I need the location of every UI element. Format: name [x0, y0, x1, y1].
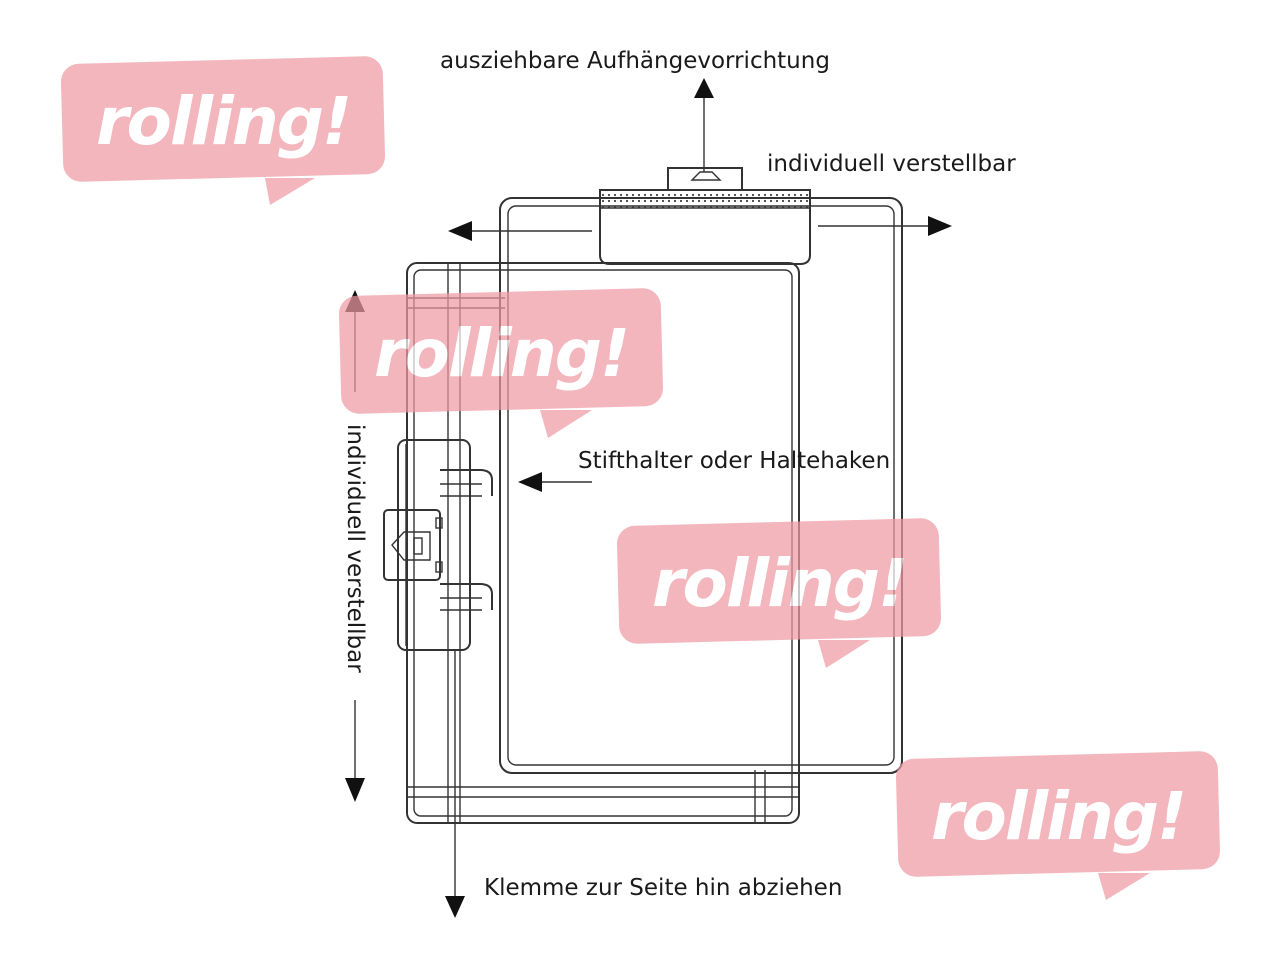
- arrow-pen-holder: [518, 472, 592, 492]
- watermark-bubble: rolling!: [616, 518, 942, 668]
- label-clamp: Klemme zur Seite hin abziehen: [484, 875, 842, 901]
- arrow-clamp-down: [445, 650, 465, 918]
- watermark-text: rolling!: [652, 545, 906, 622]
- watermark-bubble: rolling!: [60, 56, 386, 205]
- arrow-left: [448, 221, 592, 241]
- label-pen-holder: Stifthalter oder Haltehaken: [578, 448, 890, 474]
- side-clamp: [383, 439, 493, 651]
- watermark-layer: rolling! rolling! rolling! rolling!: [60, 56, 1221, 900]
- watermark-bubble: rolling!: [895, 751, 1221, 900]
- label-hanger: ausziehbare Aufhängevorrichtung: [440, 48, 830, 74]
- label-adjust-side: individuell verstellbar: [342, 424, 368, 673]
- top-clip: [599, 160, 811, 265]
- watermark-text: rolling!: [374, 315, 628, 392]
- label-adjust-top: individuell verstellbar: [767, 151, 1016, 177]
- watermark-bubble: rolling!: [338, 288, 664, 438]
- arrow-right: [818, 216, 952, 236]
- watermark-text: rolling!: [931, 778, 1185, 855]
- front-board: [499, 197, 903, 774]
- arrow-up: [694, 78, 714, 160]
- watermark-text: rolling!: [96, 83, 350, 160]
